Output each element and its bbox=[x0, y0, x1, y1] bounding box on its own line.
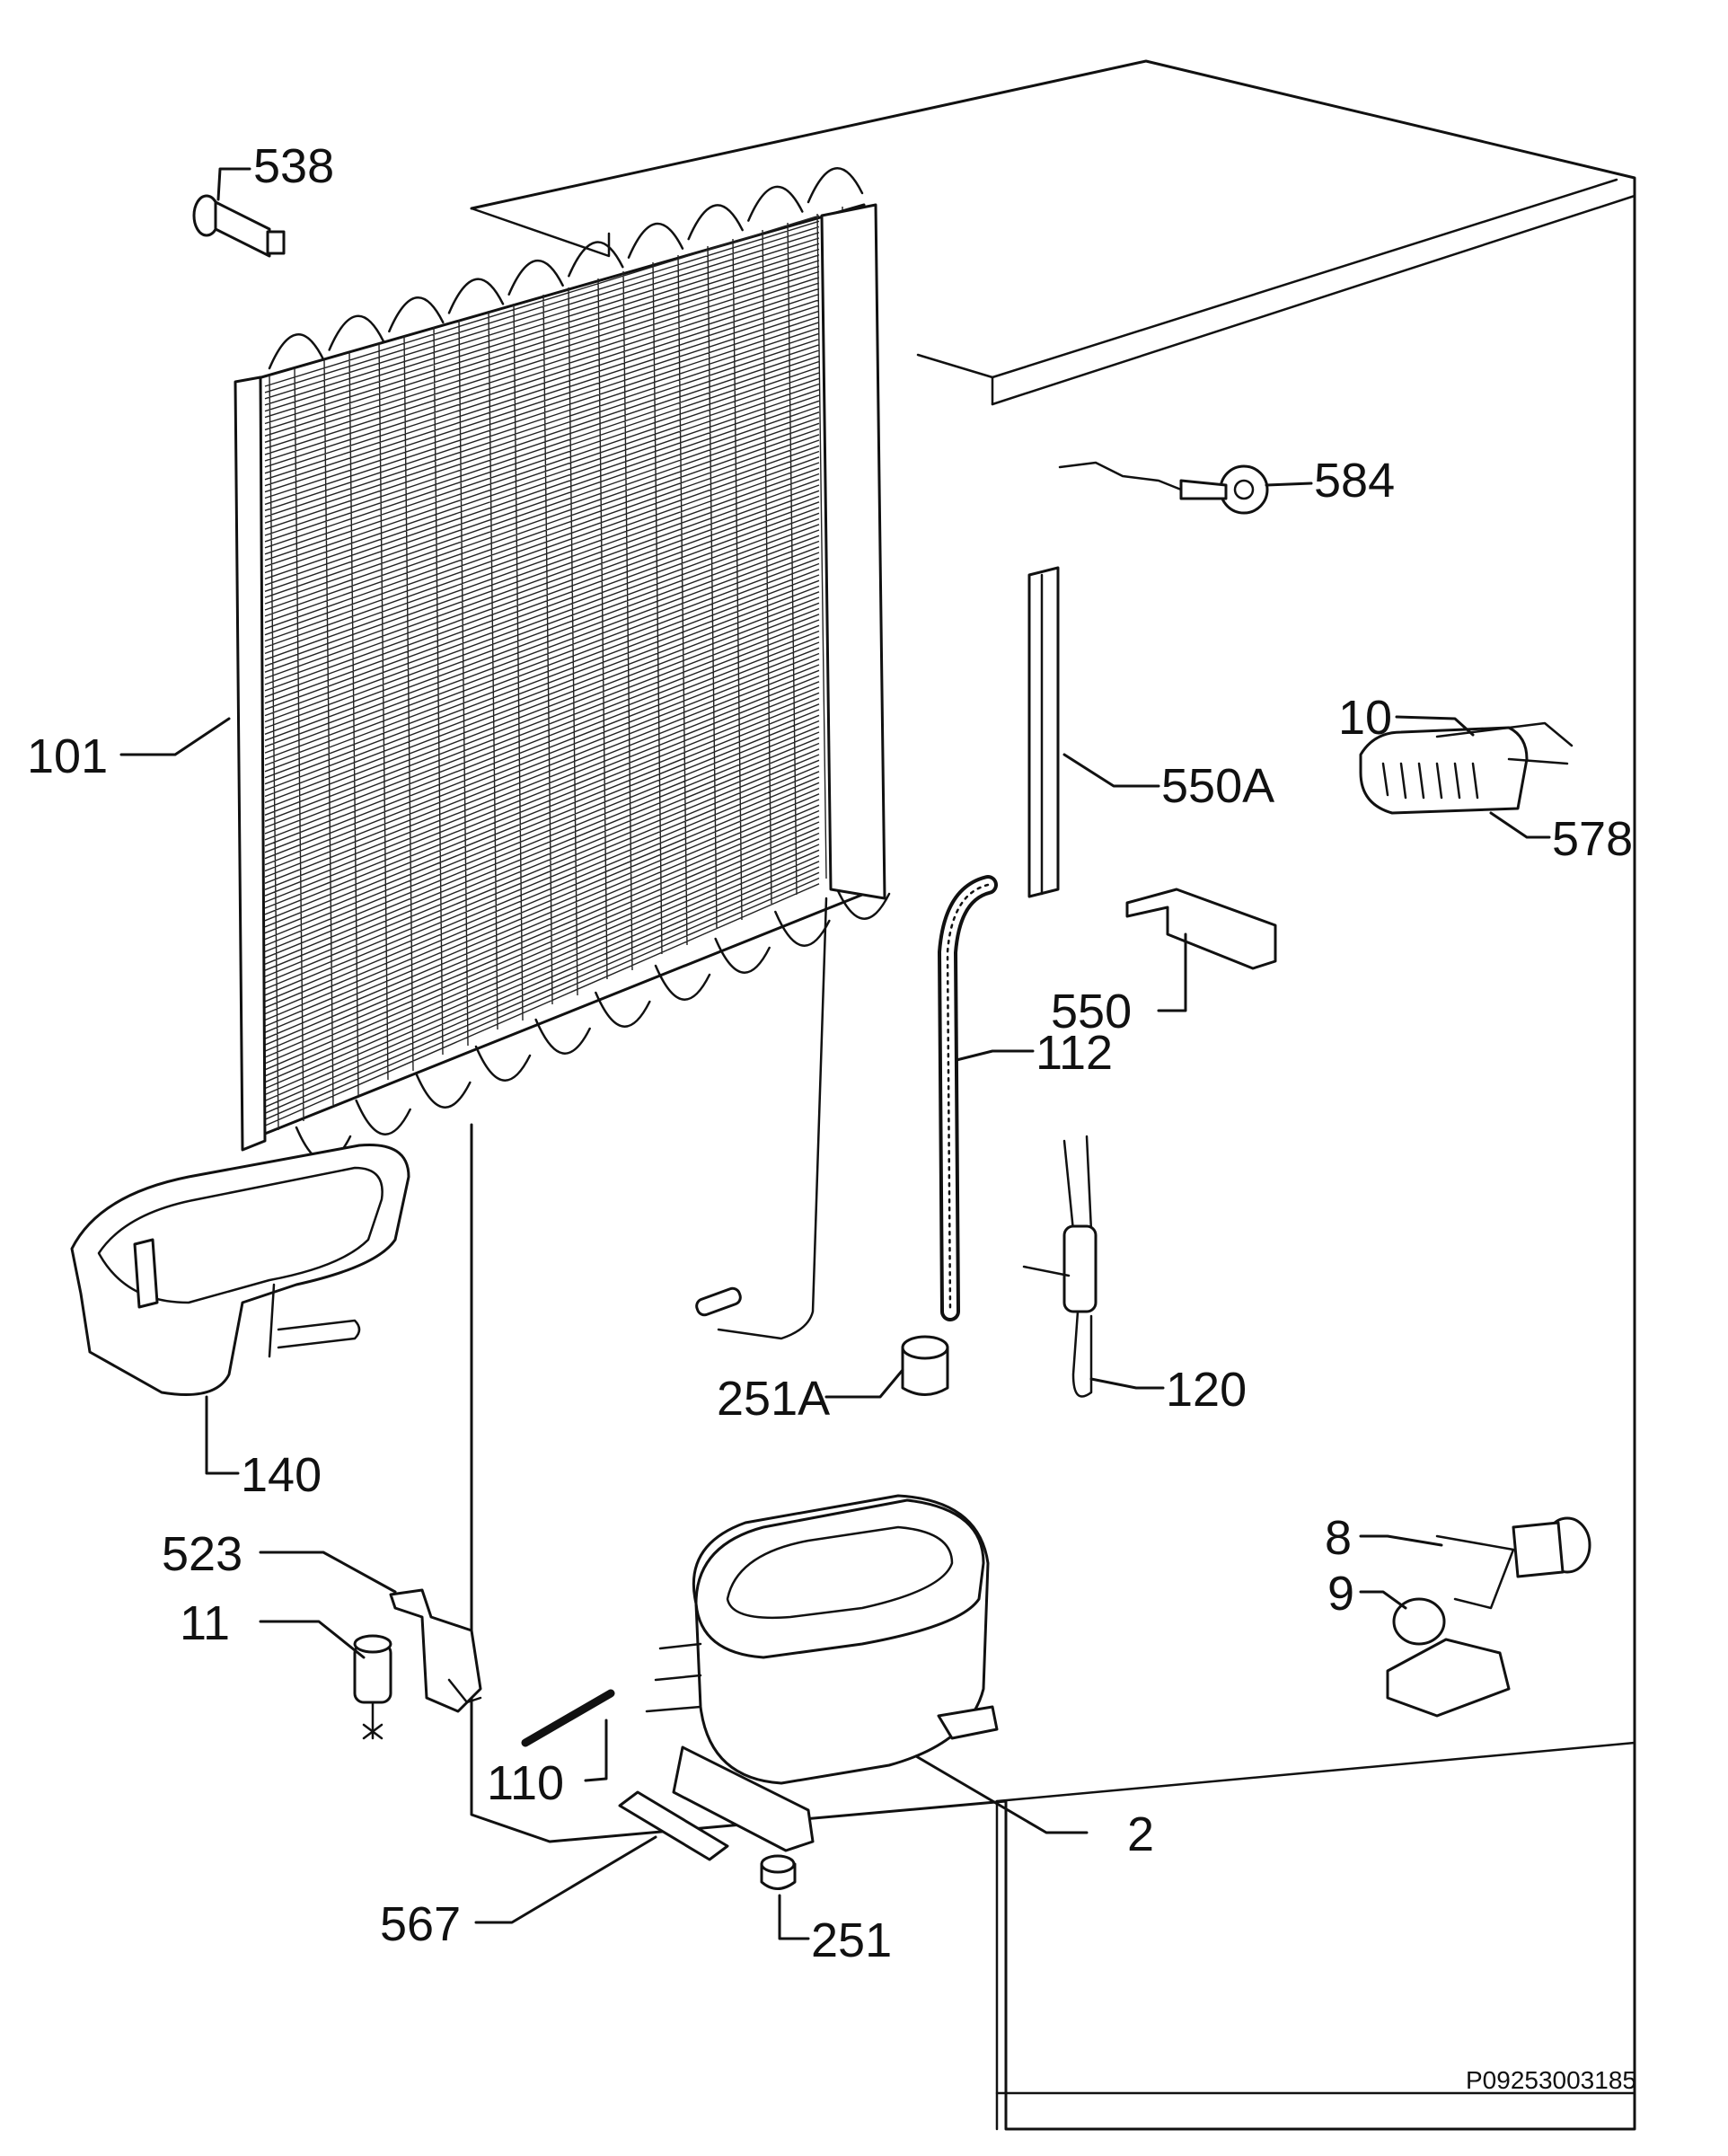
lamp-holder-9 bbox=[1386, 1597, 1511, 1718]
callout-labels: 538 584 101 10 550A 578 550 112 120 251A… bbox=[27, 139, 1633, 1967]
label-523: 523 bbox=[162, 1527, 242, 1581]
condenser-fins bbox=[264, 167, 891, 1162]
condenser-101 bbox=[234, 167, 891, 1340]
label-2: 2 bbox=[1127, 1807, 1154, 1861]
lamp-8 bbox=[1435, 1516, 1591, 1610]
label-11: 11 bbox=[180, 1596, 230, 1650]
label-101: 101 bbox=[27, 729, 108, 783]
leader-lines bbox=[119, 167, 1551, 1940]
label-538: 538 bbox=[253, 139, 334, 193]
label-578: 578 bbox=[1552, 812, 1633, 866]
condenser-tube-loops bbox=[268, 167, 891, 1162]
clip-538 bbox=[192, 194, 286, 258]
cabinet bbox=[470, 59, 1636, 2131]
switch-584 bbox=[1058, 461, 1269, 515]
label-8: 8 bbox=[1325, 1511, 1352, 1565]
drawing-code: P09253003185 bbox=[1466, 2066, 1636, 2094]
thermostat-cover-578 bbox=[1359, 721, 1574, 815]
drip-tray-140 bbox=[70, 1143, 410, 1396]
tube-110 bbox=[521, 1689, 615, 1747]
drain-hose-112 bbox=[938, 875, 998, 1321]
condenser-fin-lines bbox=[264, 206, 852, 1131]
bracket-550 bbox=[1125, 888, 1277, 970]
label-550A: 550A bbox=[1161, 759, 1274, 813]
label-140: 140 bbox=[241, 1448, 322, 1502]
bushing-251A bbox=[901, 1335, 949, 1396]
compressor-2 bbox=[645, 1494, 999, 1852]
plate-567 bbox=[618, 1790, 729, 1861]
ptc-11 bbox=[353, 1634, 392, 1740]
relay-bracket-523 bbox=[389, 1588, 482, 1713]
label-110: 110 bbox=[487, 1756, 564, 1810]
label-550: 550 bbox=[1051, 985, 1132, 1038]
label-10: 10 bbox=[1338, 691, 1392, 745]
label-251: 251 bbox=[811, 1913, 892, 1967]
sensor-120 bbox=[1022, 1135, 1098, 1398]
label-9: 9 bbox=[1327, 1567, 1354, 1621]
label-584: 584 bbox=[1314, 454, 1395, 508]
label-120: 120 bbox=[1166, 1363, 1247, 1417]
grommet-251 bbox=[760, 1854, 797, 1890]
label-567: 567 bbox=[380, 1897, 461, 1951]
label-112: 112 bbox=[1036, 1026, 1113, 1080]
strip-550A bbox=[1027, 566, 1060, 898]
label-251A: 251A bbox=[717, 1372, 830, 1426]
